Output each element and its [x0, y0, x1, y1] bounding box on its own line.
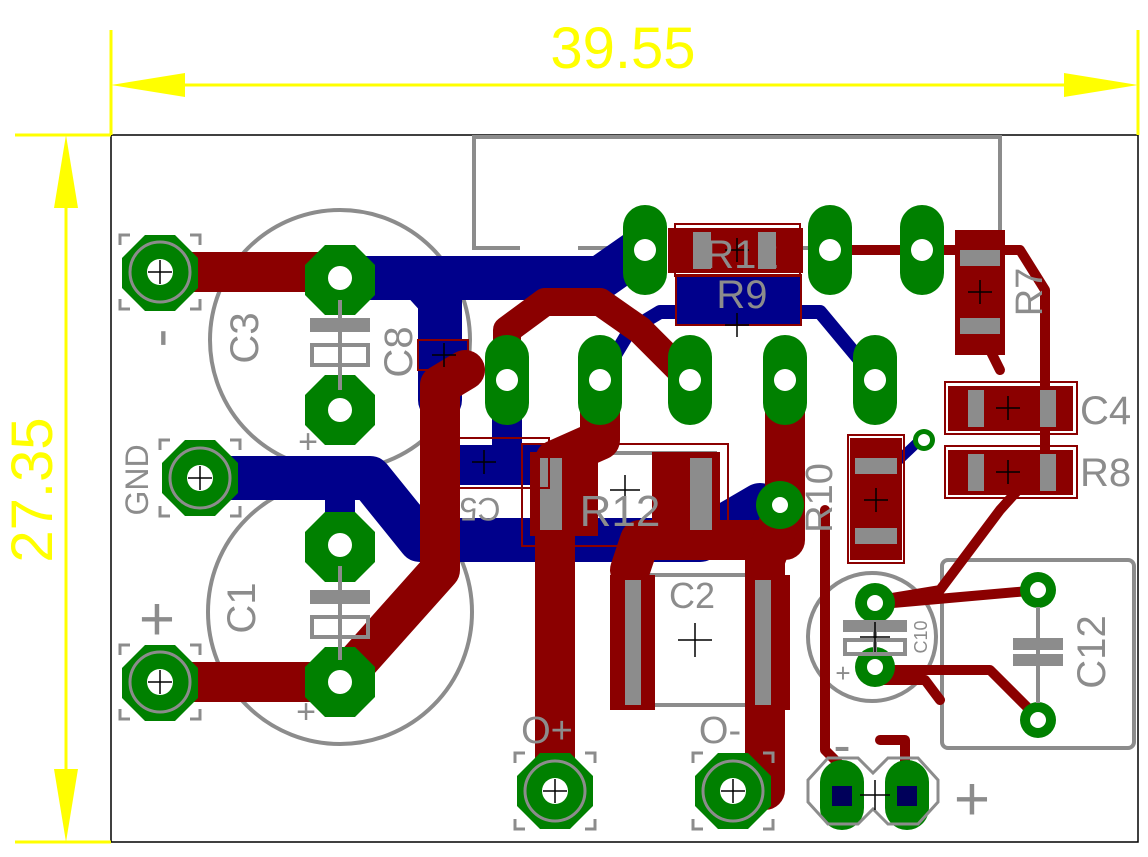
header-drill-holes — [832, 786, 917, 806]
origin-crosses — [148, 238, 1020, 810]
dimension-height — [15, 133, 111, 844]
silkscreen-labels: C3 C8 C1 C5 R12 R9 R12 R7 C4 R8 R10 C2 C… — [119, 233, 1131, 834]
label-plus-left: + — [139, 585, 175, 654]
label-r8: R8 — [1080, 451, 1131, 495]
label-plus-bottom: + — [954, 765, 990, 834]
width-dimension-label: 39.55 — [550, 16, 695, 81]
label-gnd: GND — [119, 444, 155, 515]
label-r9: R9 — [716, 273, 767, 317]
label-c3: C3 — [223, 312, 267, 363]
label-c1: C1 — [220, 582, 264, 633]
dimension-width — [109, 30, 1140, 135]
label-r12: R12 — [580, 487, 661, 536]
label-c10: C10 — [911, 620, 931, 653]
label-r10: R10 — [799, 463, 841, 533]
label-minus-top: - — [127, 329, 190, 348]
height-dimension-label: 27.35 — [0, 417, 65, 562]
connector-silkscreen — [118, 233, 940, 831]
label-c5: C5 — [460, 491, 501, 527]
polarity-c3: + — [298, 423, 318, 461]
label-c2: C2 — [669, 575, 715, 616]
polarity-c1: + — [296, 693, 316, 731]
label-minus-bottom: - — [833, 717, 850, 775]
polarity-c10: + — [835, 658, 850, 688]
label-o-minus: O- — [699, 710, 741, 752]
label-r7: R7 — [1009, 268, 1051, 317]
label-c8: C8 — [377, 326, 421, 377]
top-smd-components — [417, 223, 1078, 710]
label-c4: C4 — [1080, 389, 1131, 433]
label-o-plus: O+ — [521, 710, 573, 752]
label-r12-top: R12 — [705, 233, 778, 277]
label-c12: C12 — [1070, 615, 1114, 688]
